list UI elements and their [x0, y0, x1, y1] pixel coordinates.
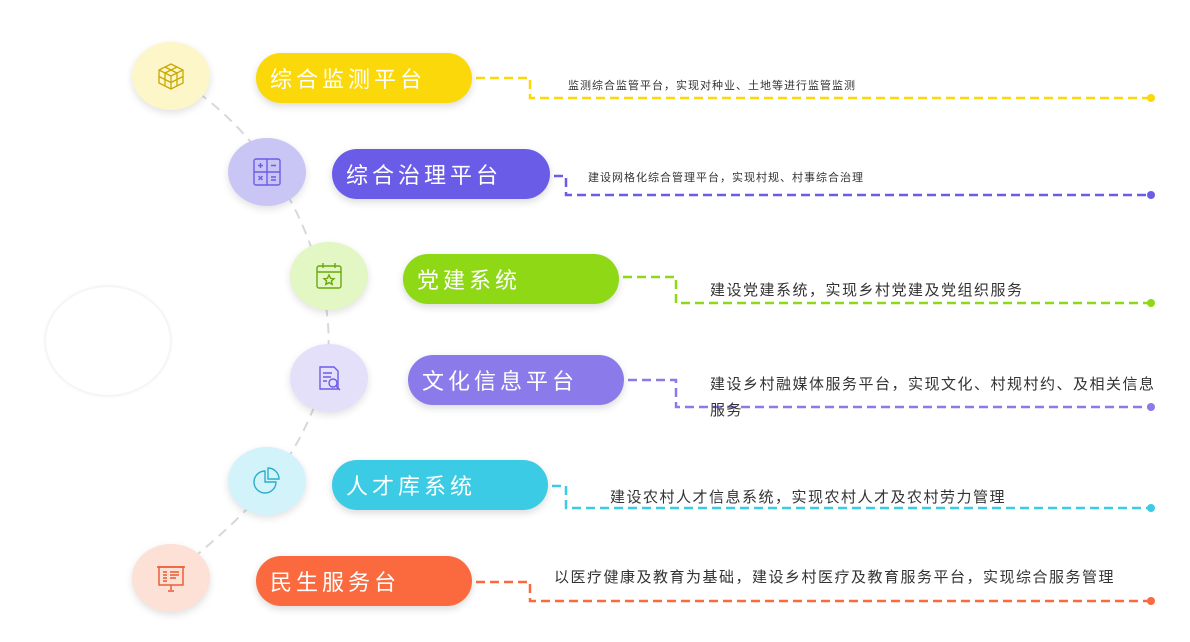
item-icon-circle [132, 42, 210, 110]
calendar-star-icon [316, 263, 342, 289]
item-title: 民生服务台 [270, 571, 401, 596]
connector-end-dot [1147, 299, 1155, 307]
cube-grid-icon [158, 63, 184, 90]
item-title-pill: 综合监测平台 [256, 53, 472, 103]
item-title: 综合治理平台 [346, 164, 503, 189]
connector-end-dot [1147, 191, 1155, 199]
item-description: 建设党建系统，实现乡村党建及党组织服务 [710, 281, 1024, 299]
connector-line [476, 76, 1151, 100]
connector-line [476, 580, 1151, 603]
item-description: 以医疗健康及教育为基础，建设乡村医疗及教育服务平台，实现综合服务管理 [554, 568, 1116, 586]
connector-end-dot [1147, 94, 1155, 102]
connector-end-dot [1147, 504, 1155, 512]
item-title-pill: 综合治理平台 [332, 149, 550, 199]
item-title: 人才库系统 [346, 475, 477, 500]
item-title-pill: 人才库系统 [332, 460, 548, 510]
presentation-board-icon [157, 566, 185, 592]
item-description: 建设农村人才信息系统，实现农村人才及农村劳力管理 [610, 488, 1007, 506]
center-circle [46, 287, 170, 395]
calculator-icon [253, 158, 281, 186]
pie-chart-icon [253, 467, 280, 494]
item-title-pill: 文化信息平台 [408, 355, 624, 405]
item-title: 党建系统 [417, 269, 522, 294]
item-title: 文化信息平台 [422, 370, 579, 395]
document-search-icon [319, 366, 341, 391]
connector-line [623, 275, 1151, 305]
item-title: 综合监测平台 [270, 68, 427, 93]
item-description: 监测综合监管平台，实现对种业、土地等进行监管监测 [568, 79, 856, 92]
item-icon-circle [290, 344, 368, 412]
connector-end-dot [1147, 597, 1155, 605]
item-title-pill: 党建系统 [403, 254, 619, 304]
item-icon-circle [228, 447, 306, 515]
connector-line [554, 174, 1151, 197]
connector-line [552, 484, 1151, 510]
item-icon-circle [290, 242, 368, 310]
item-title-pill: 民生服务台 [256, 556, 472, 606]
connector-end-dot [1147, 403, 1155, 411]
item-description: 建设网格化综合管理平台，实现村规、村事综合治理 [588, 171, 864, 184]
connector-line [628, 378, 1151, 409]
item-description: 建设乡村融媒体服务平台，实现文化、村规村约、及相关信息服务 [710, 375, 1156, 419]
item-icon-circle [228, 138, 306, 206]
item-icon-circle [132, 544, 210, 612]
